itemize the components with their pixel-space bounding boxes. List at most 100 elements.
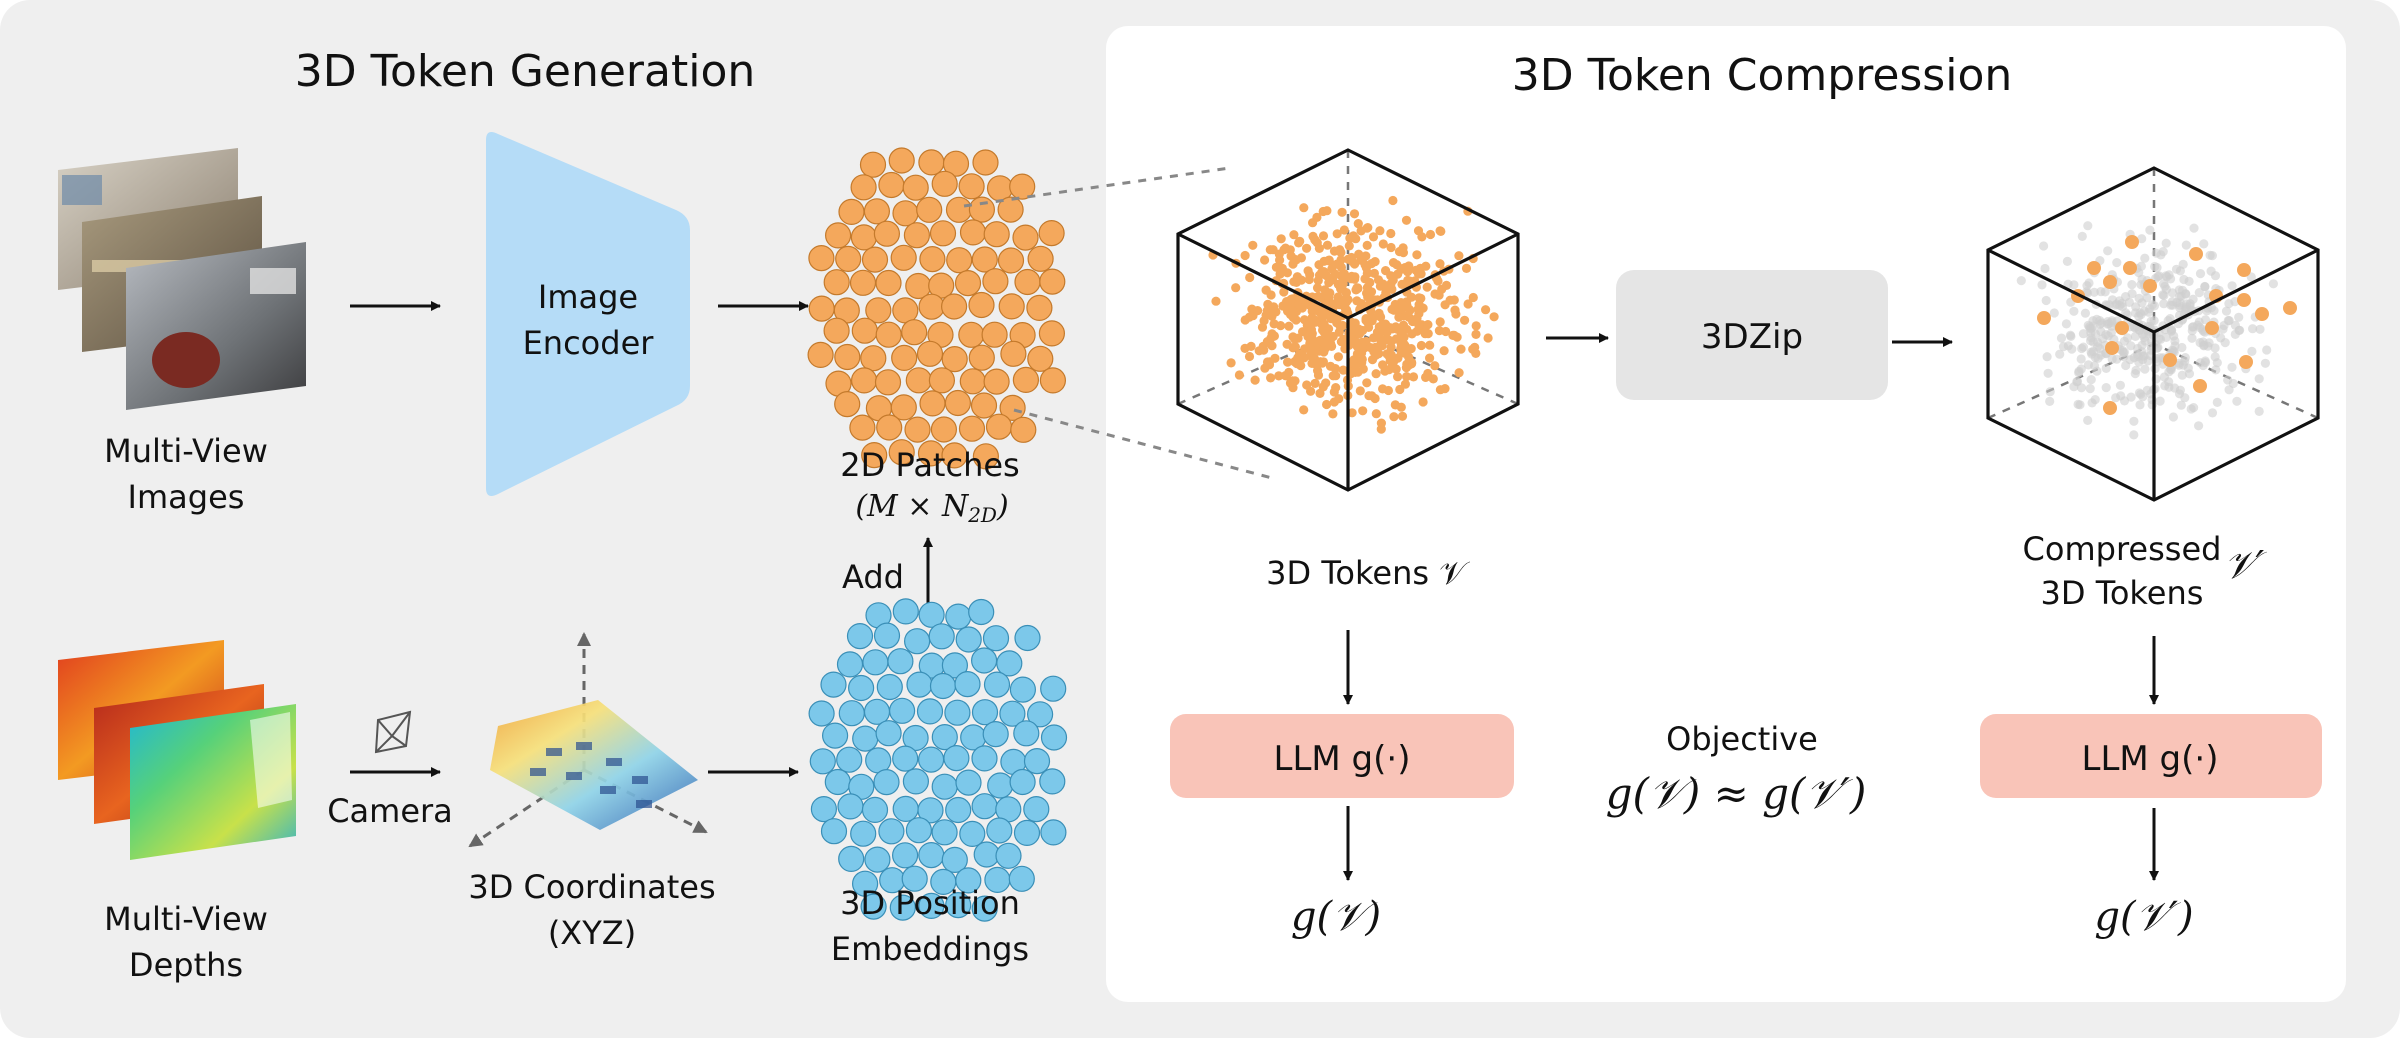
pruned-token-point [2232, 396, 2242, 406]
position-embedding-token [1040, 675, 1067, 702]
3d-token-point [1402, 359, 1412, 369]
objective-formula: g(𝒱) ≈ g(𝒱′) [1606, 769, 1867, 818]
patch-token [861, 246, 889, 273]
3d-token-point [1260, 255, 1270, 265]
pruned-token-point [2177, 370, 2187, 380]
position-embedding-token [1009, 768, 1036, 796]
patch-token [1027, 345, 1054, 372]
3d-token-point [1378, 279, 1388, 289]
3d-token-point [1388, 195, 1398, 206]
position-embedding-token [836, 746, 863, 773]
3d-token-point [1355, 386, 1365, 396]
3d-token-point [1413, 304, 1423, 314]
pruned-token-point [2179, 274, 2189, 285]
3dzip-block [1616, 270, 1888, 400]
camera-label: Camera [327, 792, 453, 830]
position-embedding-token [891, 842, 919, 869]
3d-token-point [1349, 355, 1359, 365]
position-embedding-token [929, 672, 957, 700]
pruned-token-point [2154, 271, 2164, 281]
kept-token-point [2125, 235, 2139, 249]
2d-patches-label: 2D Patches [840, 446, 1019, 484]
patch-token [875, 321, 902, 348]
patch-token [972, 443, 1000, 470]
position-embedding-token [824, 768, 851, 796]
patch-token [970, 392, 998, 419]
3d-token-point [1382, 327, 1392, 337]
position-embedding-token [873, 622, 901, 649]
3d-token-point [1231, 283, 1241, 293]
patch-token [968, 196, 996, 223]
3d-token-point [1414, 293, 1424, 303]
position-embedding-token [846, 622, 874, 650]
3d-token-point [1335, 245, 1345, 255]
3d-token-point [1483, 333, 1493, 343]
patch-token [824, 222, 852, 249]
3d-token-point [1299, 353, 1309, 363]
position-embedding-token [941, 846, 968, 874]
output-left: g(𝒱) [1291, 894, 1381, 940]
pruned-token-point [2115, 380, 2125, 390]
position-embedding-token [931, 819, 958, 846]
position-embedding-token [995, 842, 1022, 869]
pruned-token-point [2101, 363, 2111, 373]
patch-token [997, 196, 1024, 223]
llm-right-label: LLM g(·) [2082, 739, 2219, 779]
pruned-token-point [2189, 223, 2199, 233]
pruned-token-point [2078, 329, 2088, 339]
pruned-token-point [2150, 261, 2160, 272]
patch-token [983, 368, 1010, 395]
patch-token [903, 222, 931, 249]
3d-token-point [1404, 312, 1414, 322]
position-embedding-token [971, 699, 999, 726]
3d-token-point [1369, 268, 1379, 278]
3d-token-point [1354, 249, 1364, 259]
3d-coordinates-label-2: (XYZ) [548, 914, 636, 952]
3d-token-point [1248, 240, 1258, 250]
3d-token-point [1389, 412, 1399, 422]
patch-token [941, 346, 968, 373]
pruned-token-point [2039, 241, 2049, 251]
3d-token-point [1274, 249, 1284, 259]
patch-token [931, 170, 958, 197]
position-embedding-token [864, 846, 891, 873]
position-embedding-token [955, 769, 982, 796]
3d-token-point [1391, 322, 1401, 332]
3d-token-point [1283, 357, 1293, 367]
3d-token-point [1292, 358, 1302, 368]
3d-token-point [1351, 285, 1361, 295]
pruned-token-point [2230, 320, 2240, 330]
pruned-token-point [2069, 382, 2079, 392]
3d-token-point [1315, 388, 1325, 398]
3d-token-point [1337, 207, 1347, 217]
pruned-token-point [2149, 301, 2160, 311]
position-embedding-token [873, 768, 900, 796]
3d-token-point [1397, 279, 1407, 289]
3d-token-point [1254, 346, 1264, 356]
3d-token-point [1441, 326, 1451, 337]
3d-token-point [1416, 340, 1426, 351]
pruned-token-point [2161, 284, 2171, 294]
3d-token-point [1358, 364, 1368, 374]
3d-token-point [1263, 299, 1273, 309]
3d-token-point [1430, 361, 1440, 371]
3d-token-point [1362, 240, 1372, 250]
kept-token-point [2105, 341, 2119, 355]
position-embedding-token [860, 893, 887, 920]
position-embedding-token [838, 700, 865, 727]
pruned-token-point [2076, 364, 2086, 374]
pruned-token-point [2227, 281, 2237, 291]
patch-token [940, 293, 968, 320]
3d-token-point [1287, 306, 1298, 316]
pruned-token-point [2111, 393, 2121, 403]
patch-token [860, 345, 887, 372]
patch-token [916, 196, 943, 223]
3d-token-point [1347, 408, 1357, 418]
position-embedding-token [889, 894, 916, 921]
pruned-token-point [2101, 383, 2111, 393]
patch-token [876, 414, 903, 441]
patch-token [941, 442, 968, 469]
position-embedding-token [876, 673, 903, 701]
3d-token-point [1306, 345, 1316, 355]
